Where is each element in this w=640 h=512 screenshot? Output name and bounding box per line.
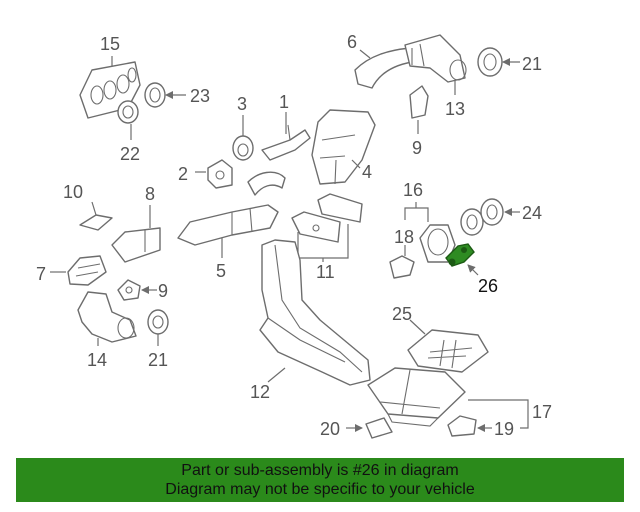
part-20-tube [365,417,393,439]
label-8: 8 [145,184,155,204]
part-21-grommet-top [477,47,503,77]
part-21-grommet-lower [147,309,169,335]
info-banner: Part or sub-assembly is #26 in diagram D… [16,458,624,502]
label-19: 19 [494,419,514,439]
label-24: 24 [522,203,542,223]
label-12: 12 [250,382,270,402]
part-11-brackets [291,193,363,243]
label-11: 11 [316,262,335,282]
label-25: 25 [392,304,412,324]
part-4-duct [311,109,376,185]
part-9-bracket-lower [117,279,141,301]
part-14-duct-elbow [77,291,137,343]
label-5: 5 [216,261,226,281]
part-5-duct [177,204,279,246]
label-6: 6 [347,32,357,52]
label-14: 14 [87,350,107,370]
label-7: 7 [36,264,46,284]
banner-line-2: Diagram may not be specific to your vehi… [165,481,475,498]
parts-diagram: 15 23 22 3 1 2 4 [36,32,552,439]
label-22: 22 [120,144,140,164]
label-26: 26 [478,276,498,296]
part-17-tray [367,367,466,427]
label-20: 20 [320,419,340,439]
part-26-highlighted[interactable] [445,243,475,267]
part-25-panel [407,329,489,373]
label-15: 15 [100,34,120,54]
label-3: 3 [237,94,247,114]
label-23: 23 [190,86,210,106]
label-9-lower: 9 [158,281,168,301]
part-9-bracket-upper [409,85,429,119]
label-17: 17 [532,402,552,422]
part-16-vent-housing [419,224,456,263]
label-2: 2 [178,164,188,184]
label-21-top: 21 [522,54,542,74]
part-22-grommet [117,100,139,124]
part-7-vent-outlet [67,255,107,286]
part-10-clip [79,214,113,231]
part-2-actuator [207,159,286,196]
part-3-connector [232,135,254,161]
part-23-grommet [144,82,166,108]
label-9-upper: 9 [412,138,422,158]
part-18-clip [389,255,415,279]
label-18: 18 [394,227,414,247]
label-4: 4 [362,162,372,182]
label-21-lower: 21 [148,350,168,370]
part-8-vent-duct [111,227,161,263]
label-16: 16 [403,180,423,200]
part-12-floor-duct [259,239,371,386]
label-10: 10 [63,182,83,202]
part-24-grommets [460,198,504,236]
part-1-duct-tube [261,124,311,161]
banner-line-1: Part or sub-assembly is #26 in diagram [181,462,459,479]
part-6-duct-hose [354,34,467,89]
label-13: 13 [445,99,465,119]
label-1: 1 [279,92,289,112]
part-19-clip [447,415,477,437]
